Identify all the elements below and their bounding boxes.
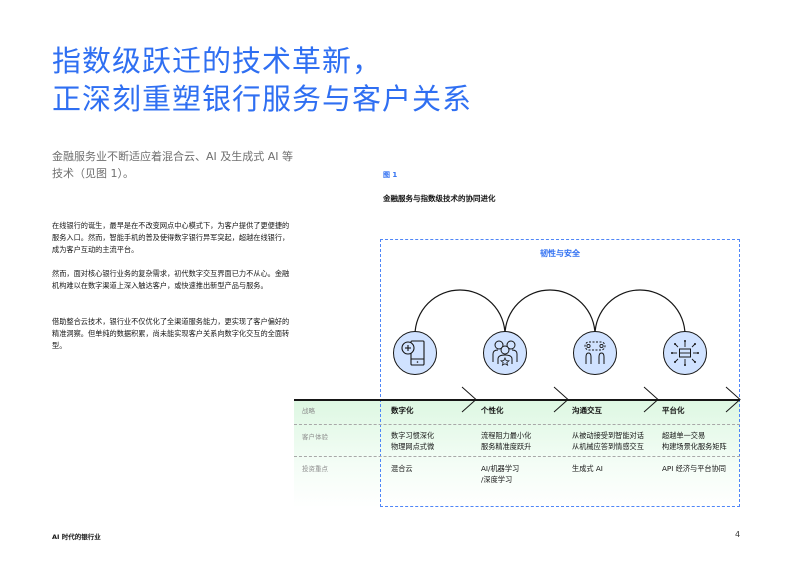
experience-line: 从机械应答到情感交互: [572, 442, 644, 451]
table-band: [294, 400, 740, 508]
investment-line: AI/机器学习: [481, 464, 520, 473]
people-star-icon: [483, 331, 527, 375]
investment-line: /深度学习: [481, 475, 513, 484]
connecting-arcs: [414, 289, 686, 336]
experience-line: 数字习惯深化: [391, 431, 435, 440]
conversation-icon: [573, 331, 617, 375]
intro-text: 金融服务业不断适应着混合云、AI 及生成式 AI 等技术（见图 1）。: [52, 150, 294, 180]
timeline-line: [294, 399, 740, 401]
experience-cell: 数字习惯深化 物理网点式微: [391, 430, 434, 452]
investment-cell: 混合云: [391, 463, 413, 474]
strategy-cell: 平台化: [662, 406, 685, 415]
body-paragraph-2: 然而，面对核心银行业务的复杂需求，初代数字交互界面已力不从心。金融机构难以在数字…: [52, 269, 290, 290]
investment-line: 混合云: [391, 464, 413, 473]
platform-hub-icon: [663, 331, 707, 375]
page-heading: 指数级跃迁的技术革新， 正深刻重塑银行服务与客户关系: [52, 42, 472, 118]
experience-line: 超越单一交易: [662, 431, 706, 440]
heading-line-2: 正深刻重塑银行服务与客户关系: [52, 82, 473, 116]
row-separator: [294, 424, 740, 425]
page-number: 4: [735, 530, 741, 539]
strategy-cell: 沟通交互: [572, 406, 602, 415]
figure-label: 图 1: [383, 171, 398, 179]
experience-line: 物理网点式微: [391, 442, 435, 451]
body-paragraph-1: 在线银行的诞生，最早是在不改变网点中心模式下，为客户提供了更便捷的服务入口。然而…: [52, 221, 290, 254]
row-label-strategy: 战略: [302, 407, 315, 415]
strategy-cell: 个性化: [481, 406, 504, 415]
mobile-plus-icon: [393, 331, 437, 375]
investment-cell: 生成式 AI: [572, 463, 603, 474]
publication-title: AI 时代的银行业: [52, 533, 101, 541]
experience-cell: 从被动接受到智能对话 从机械应答到情感交互: [572, 430, 644, 452]
row-separator: [294, 456, 740, 457]
experience-cell: 流程阻力最小化 服务精准度跃升: [481, 430, 531, 452]
investment-line: 生成式 AI: [572, 464, 603, 473]
experience-line: 服务精准度跃升: [481, 442, 532, 451]
resilience-boundary: [380, 239, 740, 507]
experience-cell: 超越单一交易 构建场景化服务矩阵: [662, 430, 727, 452]
experience-line: 从被动接受到智能对话: [572, 431, 644, 440]
investment-cell: API 经济与平台协同: [662, 463, 726, 474]
experience-line: 构建场景化服务矩阵: [662, 442, 727, 451]
timeline-chevrons: [461, 386, 741, 413]
resilience-banner: 韧性与安全: [540, 249, 580, 258]
strategy-cell: 数字化: [391, 406, 414, 415]
figure-title: 金融服务与指数级技术的协同进化: [383, 194, 496, 203]
investment-line: API 经济与平台协同: [662, 464, 726, 473]
row-label-experience: 客户体验: [302, 433, 328, 441]
investment-cell: AI/机器学习 /深度学习: [481, 463, 519, 485]
row-label-investment: 投资重点: [302, 465, 328, 473]
body-paragraph-3: 借助整合云技术，银行业不仅优化了全渠道服务能力，更实现了客户偏好的精准洞察。但单…: [52, 317, 290, 350]
experience-line: 流程阻力最小化: [481, 431, 532, 440]
heading-line-1: 指数级跃迁的技术革新，: [52, 44, 383, 78]
